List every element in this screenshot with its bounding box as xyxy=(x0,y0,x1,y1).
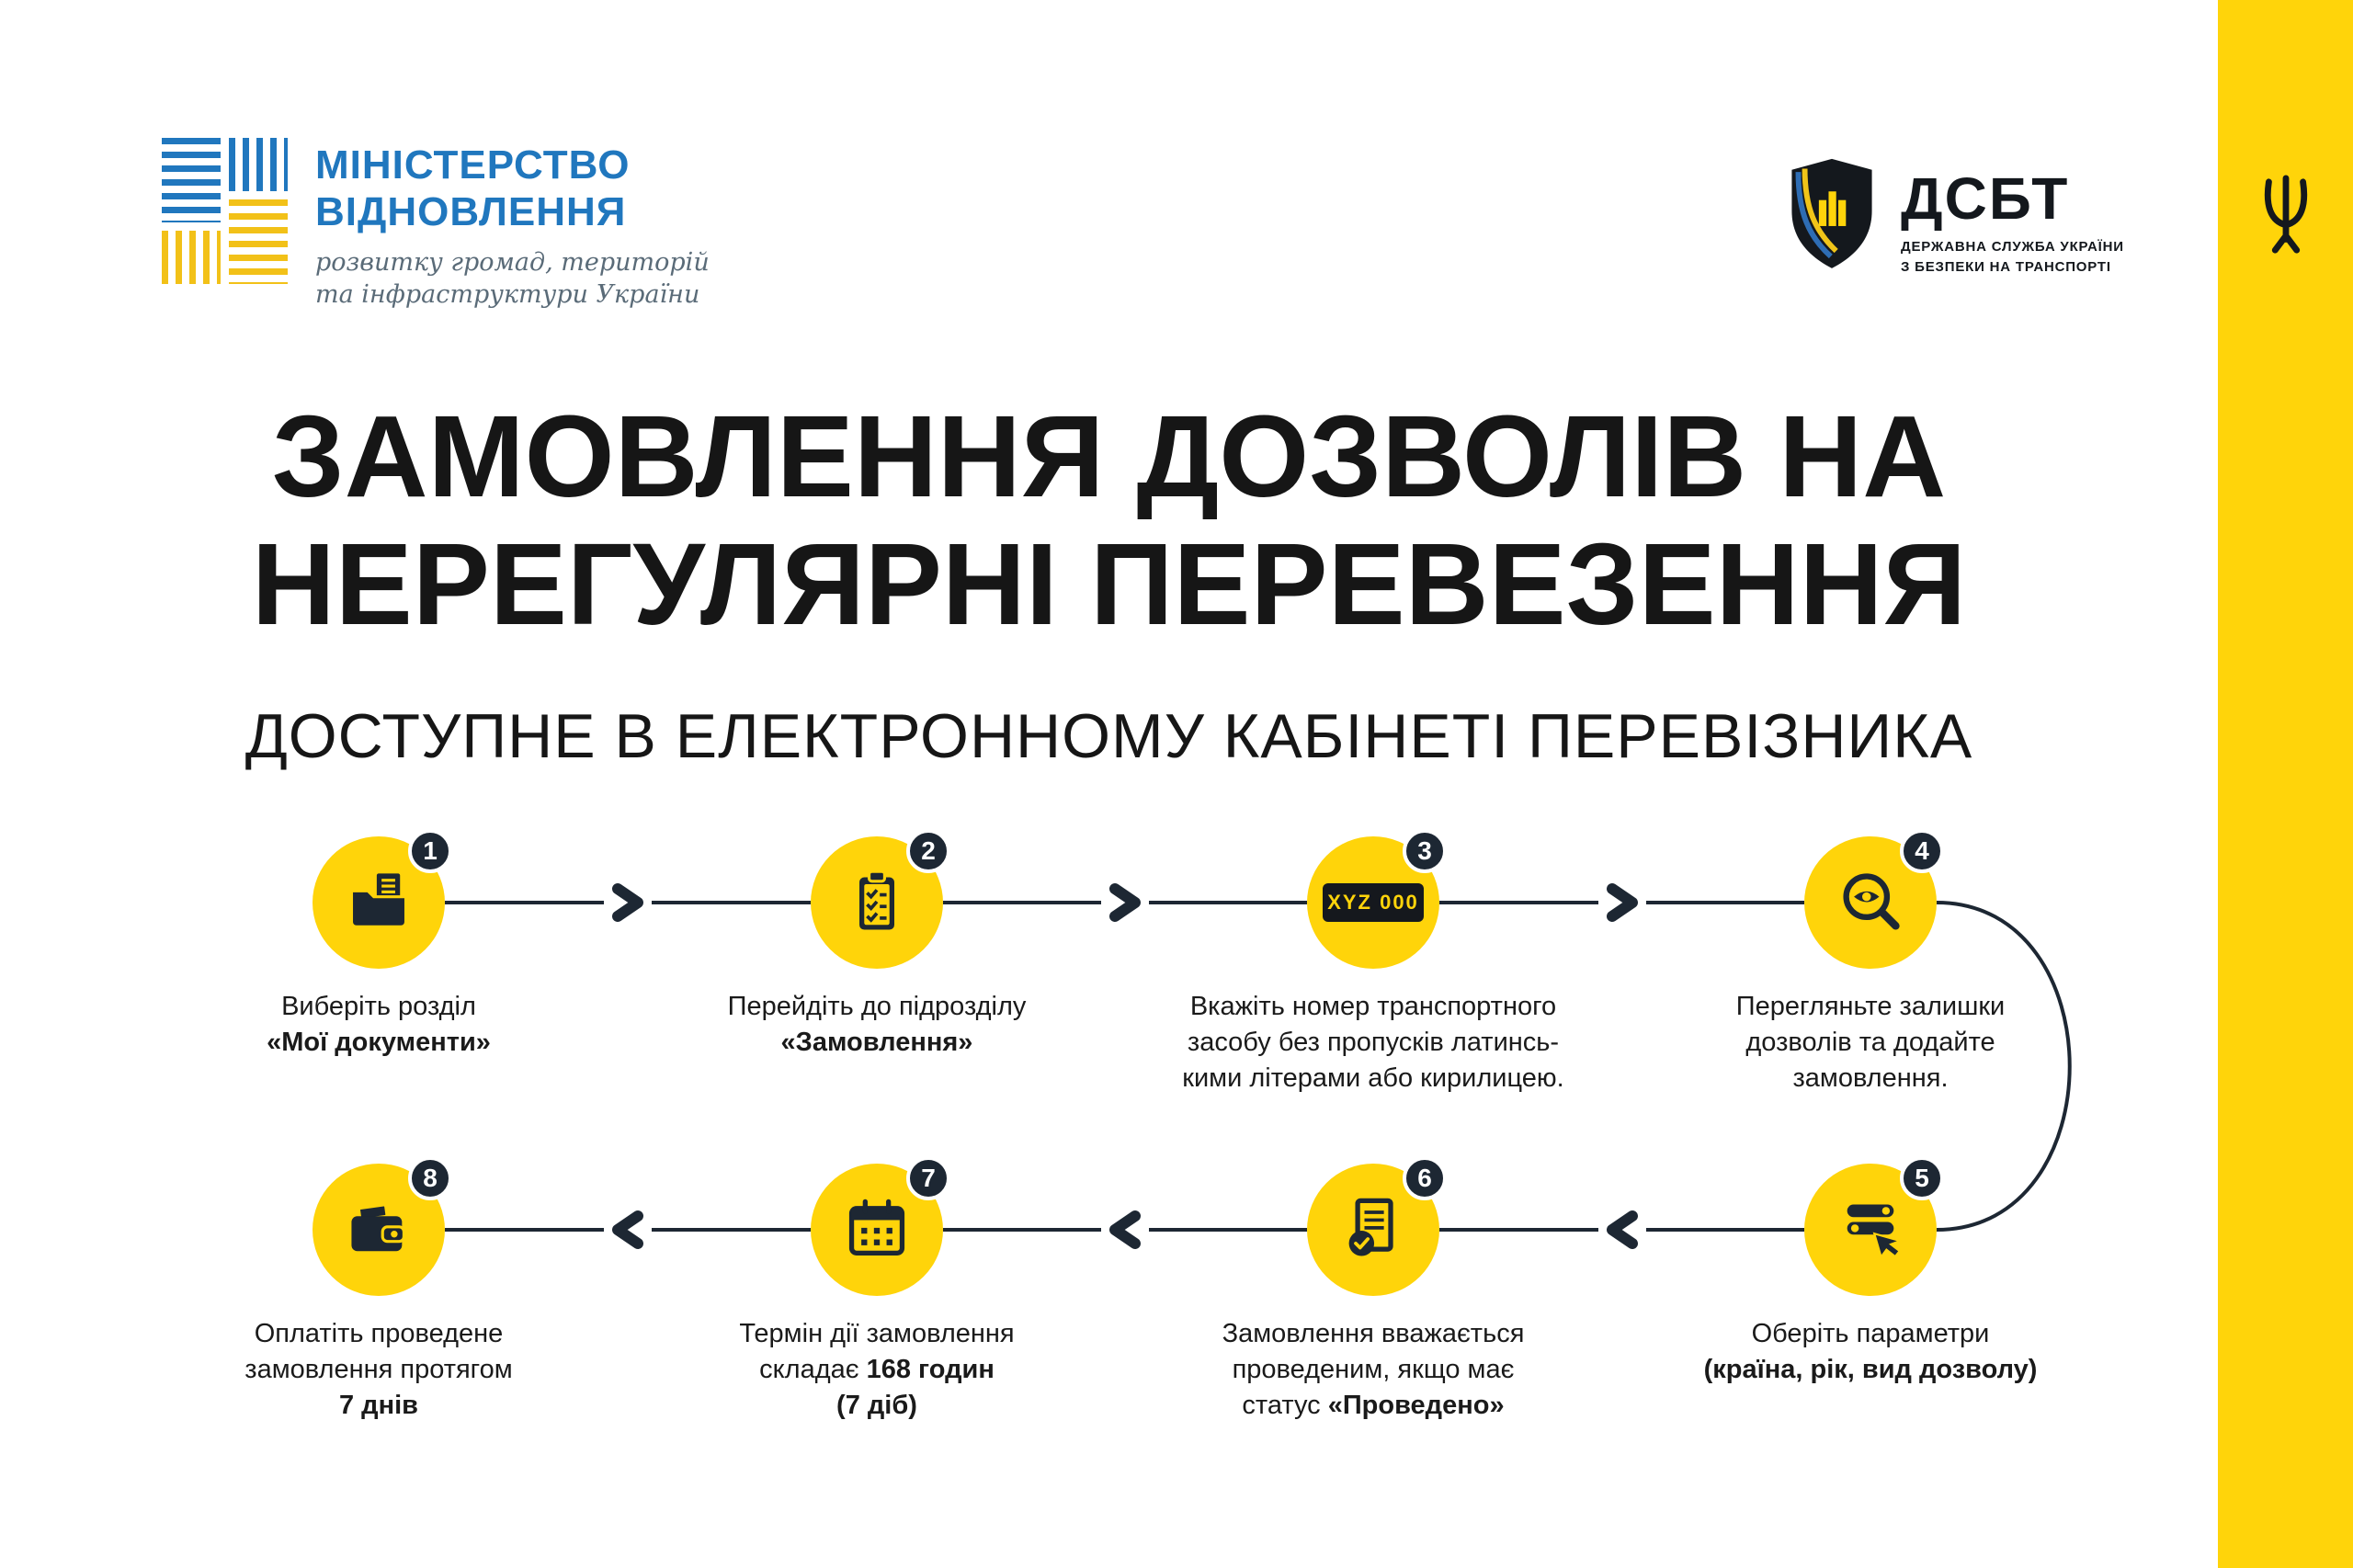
step-text: Виберіть розділ«Мої документи» xyxy=(267,992,491,1057)
step-2: 2 Перейдіть до підрозділу«Замовлення» xyxy=(638,829,1116,1061)
clipboard-checklist-icon xyxy=(859,869,894,930)
logo-stripes-blue-vertical xyxy=(229,138,288,191)
page-subtitle: ДОСТУПНЕ В ЕЛЕКТРОННОМУ КАБІНЕТІ ПЕРЕВІЗ… xyxy=(244,701,1973,771)
yellow-stripe xyxy=(2218,0,2353,1568)
parameters-tap-icon xyxy=(1847,1204,1904,1259)
ministry-logo xyxy=(162,138,288,311)
logo-stripes-yellow-vertical xyxy=(162,231,221,284)
dsbt-logo-block: ДСБТ ДЕРЖАВНА СЛУЖБА УКРАЇНИ З БЕЗПЕКИ Н… xyxy=(1783,154,2124,278)
dsbt-abbr: ДСБТ xyxy=(1901,165,2070,232)
ministry-name: МІНІСТЕРСТВО ВІДНОВЛЕННЯ xyxy=(315,142,631,235)
document-check-icon xyxy=(1348,1198,1393,1256)
step-text: Перейдіть до підрозділу«Замовлення» xyxy=(727,992,1027,1057)
folder-documents-icon xyxy=(349,873,408,928)
dsbt-subtitle: ДЕРЖАВНА СЛУЖБА УКРАЇНИ З БЕЗПЕКИ НА ТРА… xyxy=(1901,239,2124,275)
page-title: ЗАМОВЛЕННЯ ДОЗВОЛІВ НА НЕРЕГУЛЯРНІ ПЕРЕВ… xyxy=(251,392,1967,649)
calendar-icon xyxy=(848,1199,905,1256)
step-text: Оберіть параметри(країна, рік, вид дозво… xyxy=(1703,1319,2038,1384)
trident-icon xyxy=(2264,175,2307,254)
arrow-right-icon xyxy=(1109,883,1141,922)
step-number-badge: 7 xyxy=(906,1156,950,1200)
arrow-right-icon xyxy=(1607,883,1638,922)
license-plate-icon: XYZ 000 xyxy=(1323,883,1424,922)
step-5: 5 Оберіть параметри(країна, рік, вид доз… xyxy=(1631,1156,2109,1388)
step-number-badge: 4 xyxy=(1900,829,1944,873)
step-number-badge: 6 xyxy=(1403,1156,1447,1200)
step-circle xyxy=(811,836,943,969)
shield-icon xyxy=(1791,158,1872,268)
step-number-badge: 8 xyxy=(408,1156,452,1200)
ministry-logo-block: МІНІСТЕРСТВО ВІДНОВЛЕННЯ розвитку громад… xyxy=(162,138,710,311)
step-number-badge: 1 xyxy=(408,829,452,873)
arrow-left-icon xyxy=(1109,1210,1141,1249)
step-circle xyxy=(811,1164,943,1296)
wallet-payment-icon xyxy=(351,1203,406,1252)
arrow-left-icon xyxy=(1607,1210,1638,1249)
step-number-badge: 2 xyxy=(906,829,950,873)
step-1: 1 Виберіть розділ«Мої документи» xyxy=(140,829,618,1061)
ministry-subtitle: розвитку громад, територій та інфраструк… xyxy=(315,248,710,310)
logo-stripes-blue-horizontal xyxy=(162,138,221,222)
step-circle xyxy=(313,1164,445,1296)
magnifier-eye-icon xyxy=(1843,873,1900,930)
arrow-right-icon xyxy=(612,883,643,922)
step-number-badge: 3 xyxy=(1403,829,1447,873)
logo-stripes-yellow-horizontal xyxy=(229,199,288,284)
arrow-left-icon xyxy=(612,1210,643,1249)
step-number-badge: 5 xyxy=(1900,1156,1944,1200)
